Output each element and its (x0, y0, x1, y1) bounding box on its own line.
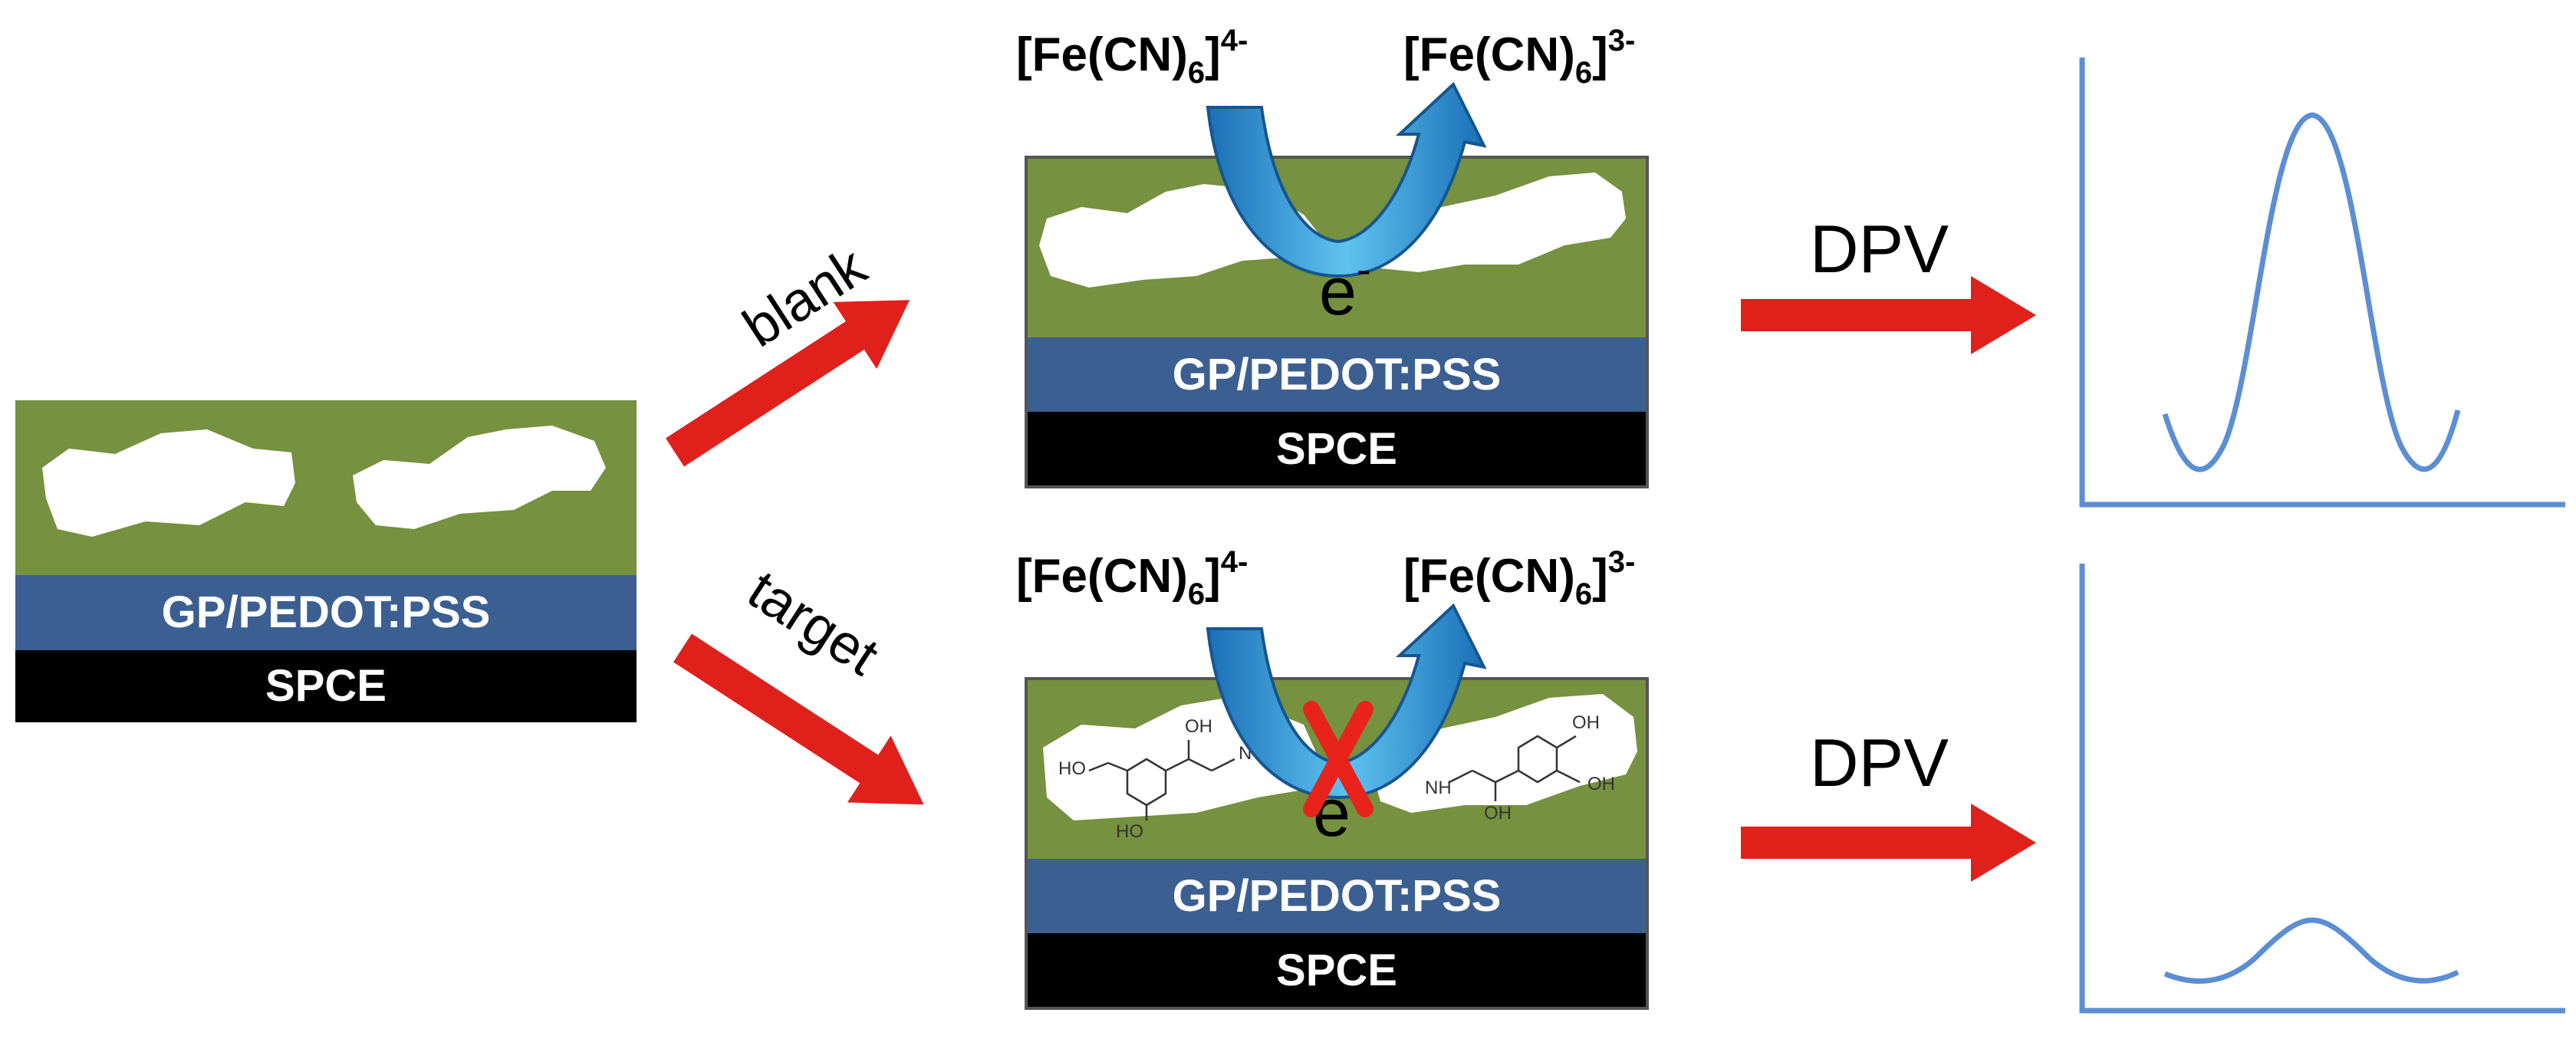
target-pedot-label: GP/PEDOT:PSS (1173, 871, 1502, 921)
molecule-right (1449, 735, 1581, 801)
start-pore-left (42, 429, 295, 537)
blocked-transfer-cross (1303, 701, 1374, 817)
target-pedot-layer (1028, 859, 1646, 933)
blank-spce-label: SPCE (1276, 424, 1397, 474)
dpv-plot-target-curve (2163, 917, 2459, 984)
molecule-right-oh-side: OH (1587, 774, 1615, 794)
dpv-plot-target-axes (2079, 564, 2565, 1014)
target-spce-layer (1028, 933, 1646, 1007)
blank-redox-loop (1206, 81, 1487, 278)
target-branch-label: target (737, 559, 889, 687)
target-electrode: OH HO HO N NH OH OH OH GP/PEDOT:PSS SPCE… (1025, 603, 1649, 1010)
target-branch-arrow (673, 633, 924, 805)
blank-oxidized-species-label: [Fe(CN)6]3- (1403, 24, 1635, 90)
start-spce-label: SPCE (265, 661, 387, 711)
dpv-plot-target (2079, 564, 2565, 1014)
dpv-label-top: DPV (1810, 211, 1949, 287)
blank-pore-right (1373, 173, 1626, 272)
target-pore-right (1373, 694, 1637, 813)
start-spce-layer (15, 650, 637, 722)
target-redox-loop (1206, 603, 1487, 800)
molecule-left-ho-upper: HO (1058, 758, 1086, 779)
blank-electrode: GP/PEDOT:PSS SPCE e- (1025, 81, 1649, 488)
target-reduced-species-label: [Fe(CN)6]4- (1016, 545, 1248, 611)
start-pedot-label: GP/PEDOT:PSS (162, 587, 491, 637)
dpv-label-bottom: DPV (1810, 725, 1949, 801)
blank-pedot-label: GP/PEDOT:PSS (1173, 350, 1502, 399)
molecule-right-nh: NH (1425, 778, 1452, 798)
blank-electron: e- (1319, 245, 1371, 329)
dpv-plot-blank (2079, 58, 2565, 508)
blank-spce-layer (1028, 412, 1646, 485)
dpv-plot-blank-curve (2162, 112, 2461, 472)
dpv-arrow-top (1741, 276, 2036, 354)
dpv-plot-blank-axes (2079, 58, 2565, 508)
molecule-right-oh-bottom: OH (1484, 803, 1512, 824)
dpv-arrow-bottom (1741, 804, 2036, 882)
blank-pedot-layer (1028, 337, 1646, 412)
start-pedot-layer (15, 575, 637, 650)
start-pore-right (353, 426, 606, 529)
molecule-left-oh-top: OH (1185, 716, 1212, 737)
target-spce-label: SPCE (1276, 945, 1397, 995)
molecule-right-oh-top: OH (1572, 712, 1600, 733)
target-oxidized-species-label: [Fe(CN)6]3- (1403, 545, 1635, 611)
molecule-left (1088, 740, 1235, 820)
molecule-left-ho-lower: HO (1116, 821, 1143, 842)
blank-branch-arrow (666, 300, 910, 467)
start-electrode: GP/PEDOT:PSS SPCE (15, 400, 637, 722)
blank-reduced-species-label: [Fe(CN)6]4- (1016, 24, 1248, 90)
